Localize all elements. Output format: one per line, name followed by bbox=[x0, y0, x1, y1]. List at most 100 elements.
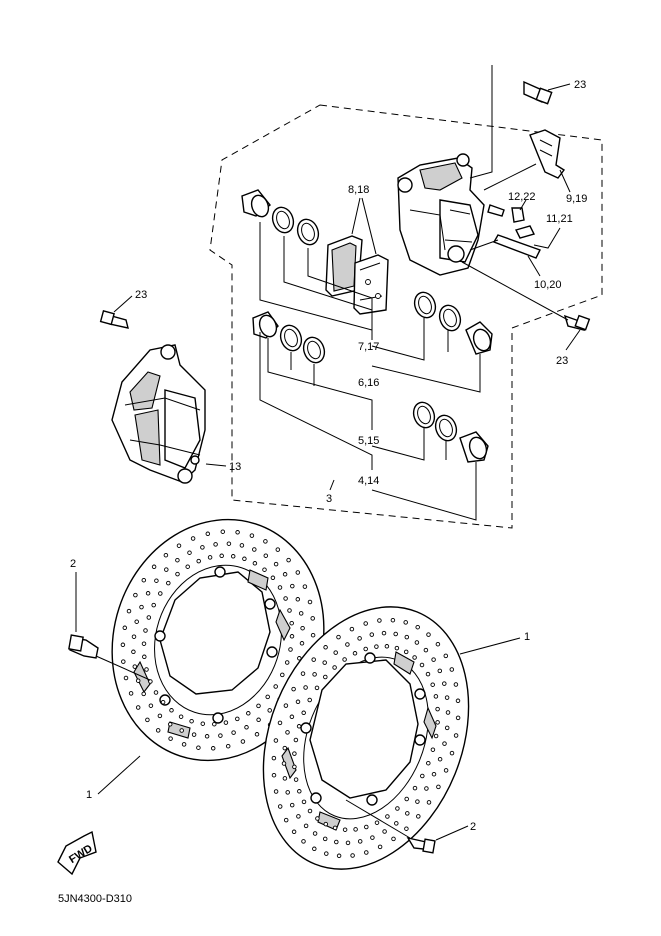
drill-hole bbox=[414, 640, 420, 645]
drill-hole bbox=[307, 808, 313, 814]
drill-hole bbox=[423, 647, 429, 653]
drill-hole bbox=[271, 755, 277, 761]
drill-hole bbox=[288, 647, 293, 652]
bolt-23-right bbox=[563, 314, 591, 331]
drill-hole bbox=[287, 608, 292, 613]
drill-hole bbox=[256, 717, 261, 723]
plug bbox=[511, 207, 525, 223]
drill-hole bbox=[273, 561, 279, 567]
drill-hole bbox=[405, 811, 410, 816]
drill-hole bbox=[345, 642, 350, 647]
drill-hole bbox=[289, 620, 294, 626]
drill-hole bbox=[332, 825, 338, 831]
drill-hole bbox=[404, 634, 410, 640]
drill-hole bbox=[298, 611, 304, 616]
drill-hole bbox=[265, 694, 270, 700]
drill-hole bbox=[342, 657, 347, 662]
callout-11-21: 11,21 bbox=[546, 213, 573, 225]
drill-hole bbox=[350, 853, 355, 858]
drill-hole bbox=[135, 705, 141, 710]
drill-hole bbox=[442, 681, 447, 686]
drill-hole bbox=[431, 771, 437, 777]
bolt-23-left bbox=[99, 310, 129, 329]
drill-hole bbox=[282, 572, 288, 577]
piston-lower-right bbox=[459, 431, 489, 463]
drill-hole bbox=[254, 732, 260, 737]
callout-1-right: 1 bbox=[524, 631, 530, 643]
drill-hole bbox=[307, 599, 313, 605]
drill-hole bbox=[297, 789, 302, 794]
drill-hole bbox=[424, 786, 429, 791]
drill-hole bbox=[121, 659, 126, 664]
callout-5-15: 5,15 bbox=[358, 435, 379, 447]
drill-hole bbox=[151, 602, 156, 608]
drill-hole bbox=[295, 597, 301, 602]
drill-hole bbox=[391, 836, 396, 842]
drill-hole bbox=[301, 799, 307, 805]
drill-hole bbox=[151, 564, 157, 570]
drill-hole bbox=[133, 592, 138, 598]
drill-hole bbox=[435, 706, 440, 712]
drill-hole bbox=[382, 829, 387, 834]
drill-hole bbox=[239, 543, 245, 548]
drill-hole bbox=[235, 716, 240, 722]
drill-hole bbox=[169, 708, 174, 713]
drill-hole bbox=[230, 554, 236, 559]
drill-hole bbox=[148, 679, 153, 684]
drill-hole bbox=[225, 743, 231, 749]
drill-hole bbox=[178, 714, 184, 719]
drill-hole bbox=[267, 708, 272, 713]
drill-hole bbox=[212, 721, 217, 727]
drill-hole bbox=[430, 747, 436, 752]
drill-hole bbox=[277, 804, 283, 809]
drill-hole bbox=[277, 585, 283, 590]
drill-hole bbox=[415, 624, 420, 630]
drill-hole bbox=[314, 685, 320, 691]
disc-bolt-2-left bbox=[68, 634, 99, 659]
drill-hole bbox=[281, 761, 287, 766]
drill-hole bbox=[167, 722, 173, 727]
drill-hole bbox=[353, 827, 358, 832]
drill-hole bbox=[404, 796, 409, 802]
drill-hole bbox=[404, 826, 409, 831]
drill-hole bbox=[252, 561, 258, 566]
drill-hole bbox=[323, 645, 328, 650]
drill-hole bbox=[175, 557, 180, 563]
drill-hole bbox=[311, 657, 316, 662]
drill-hole bbox=[425, 671, 431, 677]
seal-lower-4 bbox=[434, 414, 458, 442]
drill-hole bbox=[283, 596, 288, 601]
drill-hole bbox=[436, 784, 441, 790]
drill-hole bbox=[437, 756, 443, 762]
drill-hole bbox=[185, 564, 190, 569]
drill-hole bbox=[292, 764, 297, 770]
seal-upper-2 bbox=[296, 218, 320, 246]
drill-hole bbox=[187, 550, 192, 555]
drill-hole bbox=[273, 684, 278, 689]
drill-hole bbox=[416, 814, 421, 819]
brake-disc-left bbox=[111, 518, 325, 762]
drill-hole bbox=[289, 634, 295, 639]
drill-hole bbox=[166, 580, 171, 586]
drill-hole bbox=[442, 741, 447, 746]
drill-hole bbox=[357, 636, 362, 641]
drill-hole bbox=[453, 682, 459, 687]
drill-hole bbox=[223, 720, 229, 725]
drill-hole bbox=[280, 672, 285, 678]
drill-hole bbox=[293, 777, 299, 782]
disc-left-drill-holes bbox=[120, 529, 316, 751]
drill-hole bbox=[336, 634, 341, 640]
drill-hole bbox=[273, 738, 279, 743]
piston-upper-left bbox=[241, 189, 271, 218]
drill-hole bbox=[153, 690, 159, 695]
drill-hole bbox=[310, 632, 316, 638]
drill-hole bbox=[443, 653, 449, 659]
drill-hole bbox=[302, 584, 308, 589]
drill-hole bbox=[285, 730, 290, 735]
drill-hole bbox=[249, 533, 255, 538]
drill-hole bbox=[132, 664, 138, 669]
drill-hole bbox=[289, 714, 295, 720]
drill-hole bbox=[144, 667, 149, 672]
drill-hole bbox=[123, 675, 129, 681]
drill-hole bbox=[363, 621, 368, 626]
